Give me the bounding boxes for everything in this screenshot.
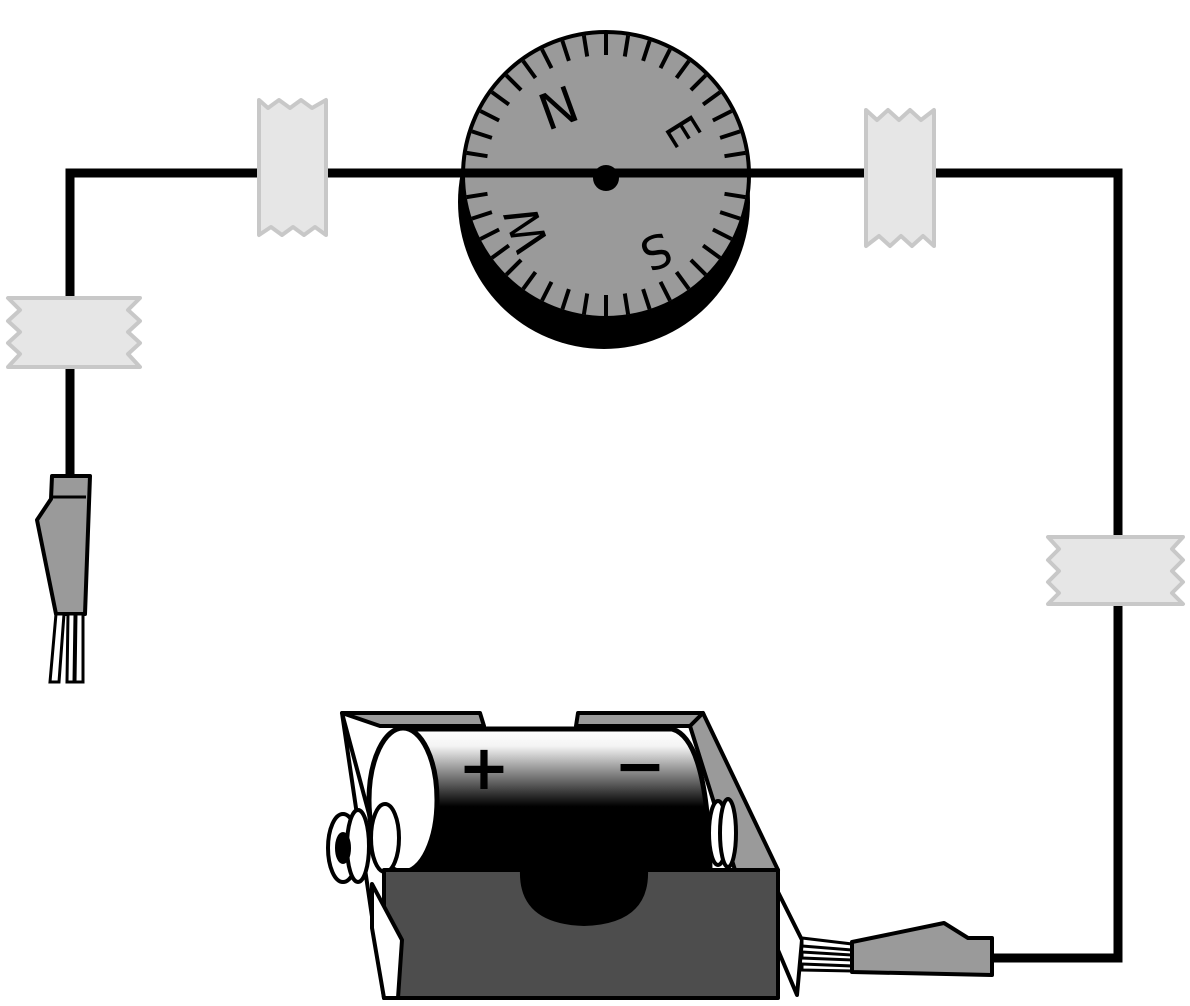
compass-tick: [581, 293, 590, 315]
compass-tick: [689, 73, 708, 92]
compass-tick: [622, 293, 631, 315]
compass-tick: [719, 129, 741, 140]
compass-tick: [689, 258, 708, 277]
compass-tick: [471, 210, 493, 221]
clip-jaws: [800, 936, 854, 973]
contact-left-spring: [369, 802, 401, 874]
clip-jaw-2: [800, 950, 854, 962]
compass-tick: [641, 288, 652, 310]
battery-negative-label: −: [614, 729, 666, 802]
compass-tick: [674, 59, 691, 80]
battery-positive-label: +: [458, 731, 510, 804]
compass-tick: [641, 40, 652, 62]
compass-tick: [724, 191, 746, 200]
holder-back-right-rim: [574, 711, 709, 728]
compass-tick: [622, 35, 631, 57]
compass-tick: [479, 227, 501, 241]
compass-pivot: [593, 165, 619, 191]
holder-back-left-rim: [340, 711, 486, 728]
tape-left: [6, 296, 142, 369]
compass-tick: [658, 280, 672, 302]
compass-tick: [560, 40, 571, 62]
clip-jaw-1: [800, 936, 854, 952]
tape-top-left: [257, 98, 328, 237]
compass-tick: [504, 258, 523, 277]
compass-ticks: [465, 34, 747, 316]
compass-tick: [490, 90, 511, 107]
contact-right-spring-2: [718, 797, 738, 869]
wire-top-left: [65, 168, 470, 480]
clip-jaw-3: [73, 612, 85, 684]
compass-tick: [466, 191, 488, 200]
compass-tick: [724, 150, 746, 159]
compass-tick: [540, 280, 554, 302]
compass-tick: [521, 270, 538, 291]
compass-tick: [701, 90, 722, 107]
compass-tick: [466, 150, 488, 159]
compass: N E S W: [458, 30, 751, 349]
alligator-clip-right: [800, 921, 994, 977]
clip-jaw-1: [48, 612, 66, 684]
holder-cutout: [519, 870, 649, 926]
compass-tick: [658, 48, 672, 70]
tape-top-right: [864, 108, 936, 248]
compass-tick: [719, 210, 741, 221]
holder-front: [370, 868, 804, 1000]
compass-tick: [471, 129, 493, 140]
compass-tick: [521, 59, 538, 80]
holder-left-tab: [370, 882, 404, 1000]
contact-left-hole: [335, 832, 351, 864]
compass-tick: [581, 35, 590, 57]
clip-jaw-3: [800, 962, 854, 973]
tape-strip: [6, 98, 1185, 606]
compass-tick: [674, 270, 691, 291]
clip-body: [850, 921, 994, 977]
compass-tick: [479, 109, 501, 123]
tape-right: [1046, 535, 1185, 606]
compass-tick: [504, 73, 523, 92]
compass-tick: [701, 243, 722, 260]
battery-contacts: [326, 797, 738, 884]
compass-tick: [540, 48, 554, 70]
battery-cell: + −: [366, 725, 713, 875]
compass-tick: [490, 243, 511, 260]
compass-tick: [711, 227, 733, 241]
alligator-clip-left: [35, 474, 92, 684]
compass-tick: [711, 109, 733, 123]
holder-right-tab: [776, 890, 804, 997]
compass-tick: [560, 288, 571, 310]
